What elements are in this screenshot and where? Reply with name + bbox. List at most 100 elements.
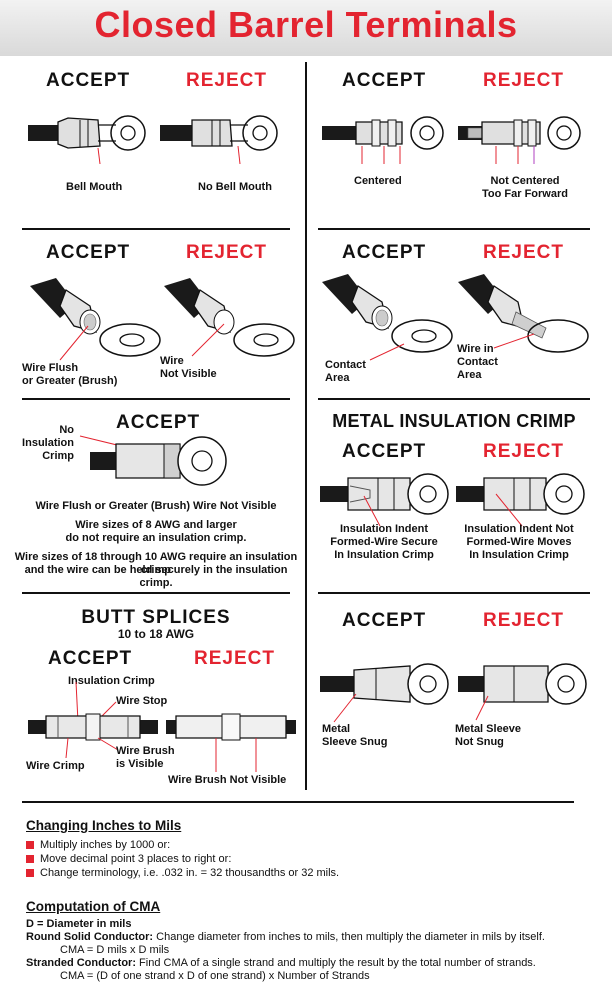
contact-accept-caption: Contact Area	[325, 359, 366, 385]
no-insulation-label-line1: No	[59, 424, 74, 436]
flush-accept-heading: ACCEPT	[46, 242, 131, 263]
cma-round-label: Round Solid Conductor:	[26, 931, 154, 943]
no-insulation-crimp-terminal-icon	[79, 435, 227, 486]
not-centered-caption-line2: Too Far Forward	[482, 188, 568, 200]
metal-insulation-reject-heading: REJECT	[483, 441, 564, 462]
cma-heading: Computation of CMA	[26, 899, 161, 914]
not-centered-caption-line1: Not Centered	[490, 175, 560, 187]
mils-bullet-list: Multiply inches by 1000 or: Move decimal…	[26, 838, 339, 880]
cma-stranded-label: Stranded Conductor:	[26, 957, 136, 969]
butt-wire-crimp-label: Wire Crimp	[26, 760, 85, 772]
cma-stranded-line: Stranded Conductor: Find CMA of a single…	[26, 957, 606, 970]
mils-bullet-2: Move decimal point 3 places to right or:	[26, 852, 339, 866]
butt-wire-brush-label-line2: is Visible	[116, 758, 164, 770]
bell-accept-caption: Bell Mouth	[66, 181, 123, 193]
metal-insulation-reject-caption-line2: Formed-Wire Moves	[466, 536, 572, 548]
no-insulation-line-1: Wire Flush or Greater (Brush) Wire Not V…	[35, 500, 277, 512]
no-insulation-label-line2: Insulation	[22, 437, 74, 449]
no-bell-mouth-terminal-icon	[160, 115, 278, 165]
butt-wire-brush-label-line1: Wire Brush	[116, 745, 175, 757]
divider-row2-left	[22, 398, 290, 400]
bullet-square-icon	[26, 841, 34, 849]
butt-insulation-crimp-label: Insulation Crimp	[68, 675, 155, 687]
butt-accept-heading: ACCEPT	[48, 648, 133, 669]
divider-row1-right	[318, 228, 590, 230]
mils-bullet-1-text: Multiply inches by 1000 or:	[40, 839, 171, 851]
sleeve-reject-heading: REJECT	[483, 610, 564, 631]
metal-insulation-reject-caption-line3: In Insulation Crimp	[469, 549, 569, 561]
contact-reject-caption: Wire in Contact Area	[457, 343, 498, 382]
contact-reject-heading: REJECT	[483, 242, 564, 263]
cma-d-definition: D = Diameter in mils	[26, 918, 132, 930]
metal-insulation-accept-caption: Insulation Indent Formed-Wire Secure In …	[322, 523, 446, 562]
flush-accept-caption-line1: Wire Flush	[22, 362, 79, 374]
butt-reject-heading: REJECT	[194, 648, 275, 669]
no-insulation-label-line3: Crimp	[42, 450, 74, 462]
flush-reject-caption-line2: Not Visible	[160, 368, 217, 380]
butt-splice-accept-icon	[28, 681, 158, 759]
metal-insulation-reject-caption-line1: Insulation Indent Not	[464, 523, 574, 535]
flush-accept-caption-line2: or Greater (Brush)	[22, 375, 118, 387]
center-divider	[305, 62, 307, 790]
divider-row2-right	[318, 398, 590, 400]
mils-bullet-1: Multiply inches by 1000 or:	[26, 838, 339, 852]
cma-round-formula: CMA = D mils x D mils	[60, 944, 170, 956]
butt-wire-brush-label: Wire Brush is Visible	[116, 745, 175, 771]
metal-sleeve-snug-terminal-icon	[320, 663, 449, 723]
sleeve-accept-caption-line1: Metal	[322, 723, 351, 735]
centered-terminal-icon	[322, 116, 444, 164]
sleeve-reject-caption-line1: Metal Sleeve	[455, 723, 522, 735]
bell-reject-heading: REJECT	[186, 70, 267, 91]
centered-accept-heading: ACCEPT	[342, 70, 427, 91]
metal-insulation-accept-heading: ACCEPT	[342, 441, 427, 462]
butt-splice-reject-icon	[166, 713, 296, 772]
not-centered-caption: Not Centered Too Far Forward	[470, 175, 580, 201]
no-insulation-line-4: Wire sizes of 18 through 10 AWG require …	[14, 551, 298, 576]
sleeve-reject-caption-line2: Not Snug	[455, 736, 504, 748]
cma-round-line: Round Solid Conductor: Change diameter f…	[26, 931, 606, 944]
metal-insulation-title: METAL INSULATION CRIMP	[332, 411, 576, 431]
wire-not-visible-terminal-icon	[164, 278, 295, 357]
sleeve-reject-caption: Metal Sleeve Not Snug	[455, 723, 521, 749]
metal-insulation-reject-caption: Insulation Indent Not Formed-Wire Moves …	[452, 523, 586, 562]
bell-reject-caption: No Bell Mouth	[198, 181, 272, 193]
title-banner	[0, 0, 612, 56]
bell-mouth-terminal-icon	[28, 115, 146, 165]
sleeve-accept-heading: ACCEPT	[342, 610, 427, 631]
mils-bullet-3: Change terminology, i.e. .032 in. = 32 t…	[26, 866, 339, 880]
insulation-indent-formed-terminal-icon	[320, 473, 449, 527]
butt-splices-title: BUTT SPLICES	[81, 607, 231, 628]
no-insulation-line-5: and the wire can be held securely in the…	[24, 564, 288, 589]
wire-flush-terminal-icon	[30, 278, 161, 361]
bell-accept-heading: ACCEPT	[46, 70, 131, 91]
divider-row3-right	[318, 592, 590, 594]
butt-reject-caption: Wire Brush Not Visible	[168, 774, 287, 786]
centered-accept-caption: Centered	[354, 175, 402, 187]
bullet-square-icon	[26, 855, 34, 863]
wire-in-contact-area-terminal-icon	[458, 274, 589, 353]
no-insulation-label: No Insulation Crimp	[18, 424, 74, 463]
contact-reject-caption-line1: Wire in	[457, 343, 494, 355]
flush-reject-caption-line1: Wire	[160, 355, 184, 367]
mils-heading: Changing Inches to Mils	[26, 818, 182, 833]
centered-reject-heading: REJECT	[483, 70, 564, 91]
flush-reject-caption: Wire Not Visible	[160, 355, 217, 381]
divider-row1-left	[22, 228, 290, 230]
mils-bullet-2-text: Move decimal point 3 places to right or:	[40, 853, 232, 865]
metal-insulation-accept-caption-line2: Formed-Wire Secure	[330, 536, 438, 548]
contact-accept-heading: ACCEPT	[342, 242, 427, 263]
contact-area-terminal-icon	[322, 274, 453, 361]
contact-accept-caption-line2: Area	[325, 372, 350, 384]
metal-insulation-accept-caption-line3: In Insulation Crimp	[334, 549, 434, 561]
page-title: Closed Barrel Terminals	[94, 4, 518, 45]
no-insulation-accept-heading: ACCEPT	[116, 412, 201, 433]
cma-stranded-text: Find CMA of a single strand and multiply…	[136, 957, 536, 969]
butt-wire-stop-label: Wire Stop	[116, 695, 168, 707]
butt-splices-subtitle: 10 to 18 AWG	[117, 627, 195, 641]
bullet-square-icon	[26, 869, 34, 877]
metal-sleeve-not-snug-terminal-icon	[458, 663, 587, 721]
cma-round-text: Change diameter from inches to mils, the…	[153, 931, 545, 943]
not-centered-terminal-icon	[458, 116, 581, 164]
sleeve-accept-caption-line2: Sleeve Snug	[322, 736, 388, 748]
sleeve-accept-caption: Metal Sleeve Snug	[322, 723, 387, 749]
